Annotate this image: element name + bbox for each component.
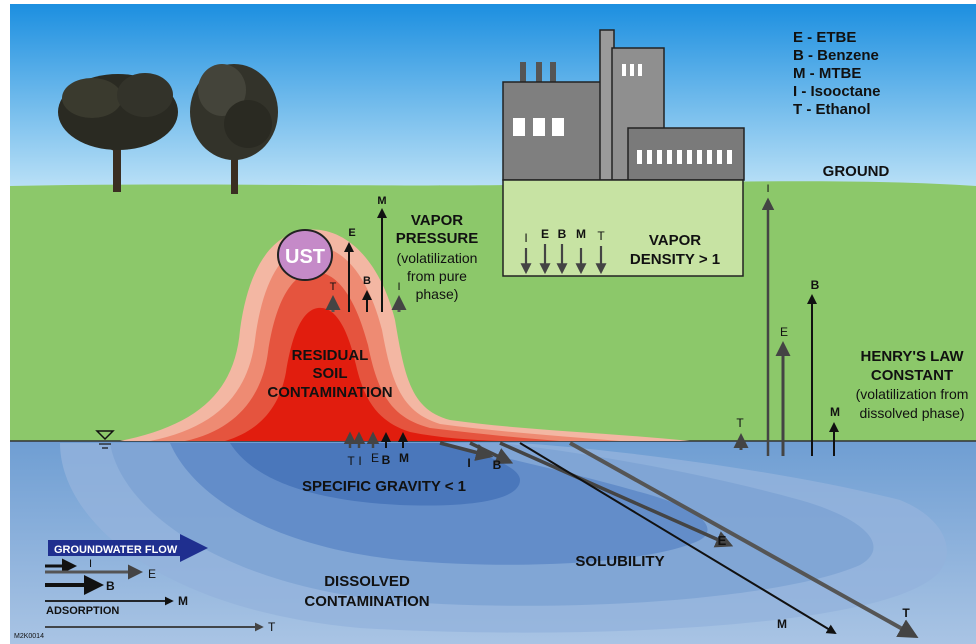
vd-letter-t: T: [597, 229, 605, 243]
hl-letter-t: T: [736, 416, 744, 430]
hl-letter-b: B: [811, 278, 820, 292]
groundwater-flow-arrow-icon: [48, 534, 208, 562]
basement-box: [502, 179, 744, 277]
legend-benzene: B - Benzene: [793, 47, 879, 64]
water-table-icon: [95, 430, 115, 449]
ads-letter-i: I: [89, 558, 92, 570]
vapor-pressure-title-1: VAPOR: [411, 212, 463, 229]
ground-layer: [10, 181, 976, 442]
sol-letter-i: I: [467, 456, 470, 470]
specific-gravity-label: SPECIFIC GRAVITY < 1: [302, 478, 466, 495]
vp-letter-i: I: [397, 281, 400, 293]
ust-tank-icon: [277, 229, 333, 281]
vp-letter-b: B: [363, 275, 371, 287]
vapor-density-arrows: [520, 244, 607, 275]
henrys-law-title-1: HENRY'S LAW: [860, 348, 964, 365]
residual-label-2: SOIL: [312, 365, 347, 382]
tree-left-icon: [58, 73, 178, 192]
figure-code: M2K0014: [14, 633, 44, 640]
sol-letter-b: B: [493, 458, 502, 472]
ads-letter-t: T: [268, 620, 276, 634]
henrys-law-desc-1: (volatilization from: [856, 386, 969, 402]
hl-letter-e: E: [780, 325, 788, 339]
vd-letter-m: M: [576, 227, 586, 241]
hl-letter-m: M: [830, 405, 840, 419]
vapor-density-label-1: VAPOR: [649, 232, 701, 249]
legend: E - ETBE B - Benzene M - MTBE I - Isooct…: [793, 29, 881, 118]
henrys-law-arrows: [733, 197, 839, 456]
sg-letter-m: M: [399, 451, 409, 465]
henrys-law-title-2: CONSTANT: [871, 367, 953, 384]
sol-letter-m: M: [777, 617, 787, 631]
hl-letter-i: I: [766, 183, 769, 195]
solubility-arrows: [439, 441, 919, 638]
vapor-pressure-title-2: PRESSURE: [396, 230, 479, 247]
sg-letter-b: B: [382, 453, 391, 467]
vapor-pressure-desc-3: phase): [416, 286, 459, 302]
dissolved-plume-core: [230, 443, 520, 506]
residual-label-3: CONTAMINATION: [267, 384, 392, 401]
sg-letter-i: I: [358, 454, 361, 468]
ads-letter-e: E: [148, 567, 156, 581]
legend-isooctane: I - Isooctane: [793, 83, 881, 100]
groundwater-flow-label: GROUNDWATER FLOW: [54, 544, 178, 556]
sg-letter-t: T: [347, 454, 355, 468]
ground-label: GROUND: [823, 163, 890, 180]
sol-letter-e: E: [718, 533, 727, 548]
vp-letter-t: T: [330, 281, 337, 293]
vp-letter-e: E: [348, 227, 355, 239]
vp-letter-m: M: [377, 195, 386, 207]
solubility-label: SOLUBILITY: [575, 553, 664, 570]
legend-mtbe: M - MTBE: [793, 65, 861, 82]
vapor-pressure-desc-2: from pure: [407, 268, 467, 284]
legend-etbe: E - ETBE: [793, 29, 856, 46]
tree-right-icon: [190, 64, 278, 194]
henrys-law-desc-2: dissolved phase): [859, 405, 964, 421]
vd-letter-e: E: [541, 227, 549, 241]
sg-letter-e: E: [371, 451, 379, 465]
residual-plume-core: [225, 307, 500, 441]
residual-label-1: RESIDUAL: [292, 347, 369, 364]
adsorption-arrows: [45, 558, 264, 632]
dissolved-label-1: DISSOLVED: [324, 573, 410, 590]
ads-letter-b: B: [106, 579, 115, 593]
ads-letter-m: M: [178, 594, 188, 608]
factory-building: [502, 29, 745, 181]
vapor-pressure-arrows: [325, 208, 407, 312]
vd-letter-i: I: [524, 231, 527, 245]
sol-letter-t: T: [902, 606, 910, 620]
dissolved-label-2: CONTAMINATION: [304, 593, 429, 610]
ust-label: UST: [285, 246, 325, 268]
adsorption-label: ADSORPTION: [46, 605, 119, 617]
vapor-density-label-2: DENSITY > 1: [630, 251, 720, 268]
specific-gravity-arrows: [343, 431, 408, 448]
vd-letter-b: B: [558, 227, 567, 241]
legend-ethanol: T - Ethanol: [793, 101, 871, 118]
vapor-pressure-desc-1: (volatilization: [397, 250, 478, 266]
